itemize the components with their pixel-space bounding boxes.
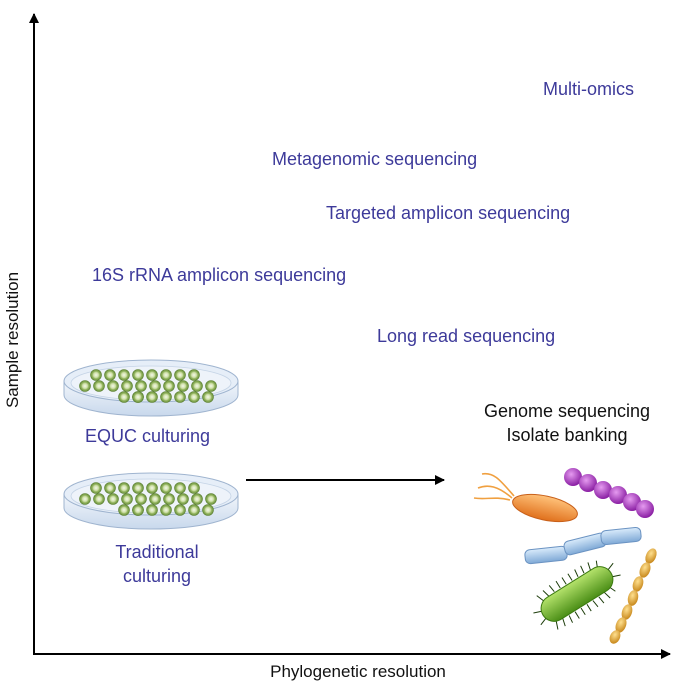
method-metagenomic-sequencing: Metagenomic sequencing bbox=[272, 149, 478, 169]
x-axis-label: Phylogenetic resolution bbox=[270, 662, 446, 681]
method-multi-omics: Multi-omics bbox=[543, 79, 635, 99]
traditional-culturing-label-line2: culturing bbox=[122, 566, 192, 586]
petri-dish-icon bbox=[63, 472, 239, 530]
orange-bacterium-icon bbox=[473, 472, 578, 523]
method-targeted-amplicon-sequencing: Targeted amplicon sequencing bbox=[326, 203, 571, 223]
traditional-culturing-label-line1: Traditional bbox=[115, 542, 199, 562]
petri-dish-icon bbox=[63, 359, 239, 417]
method-16s-rrna-amplicon-sequencing: 16S rRNA amplicon sequencing bbox=[92, 265, 347, 285]
green-bacterium-icon bbox=[533, 560, 621, 630]
method-long-read-sequencing: Long read sequencing bbox=[377, 326, 556, 346]
purple-chain-bacterium-icon bbox=[564, 468, 654, 518]
equc-culturing-label: EQUC culturing bbox=[85, 426, 211, 446]
isolate-banking-label: Isolate banking bbox=[506, 425, 628, 445]
genome-sequencing-label: Genome sequencing bbox=[483, 401, 651, 421]
y-axis-label: Sample resolution bbox=[3, 271, 22, 409]
blue-rod-bacteria-icon bbox=[524, 526, 642, 565]
gold-chain-bacterium-icon bbox=[609, 548, 657, 644]
bacteria-cluster-icon bbox=[473, 468, 657, 644]
